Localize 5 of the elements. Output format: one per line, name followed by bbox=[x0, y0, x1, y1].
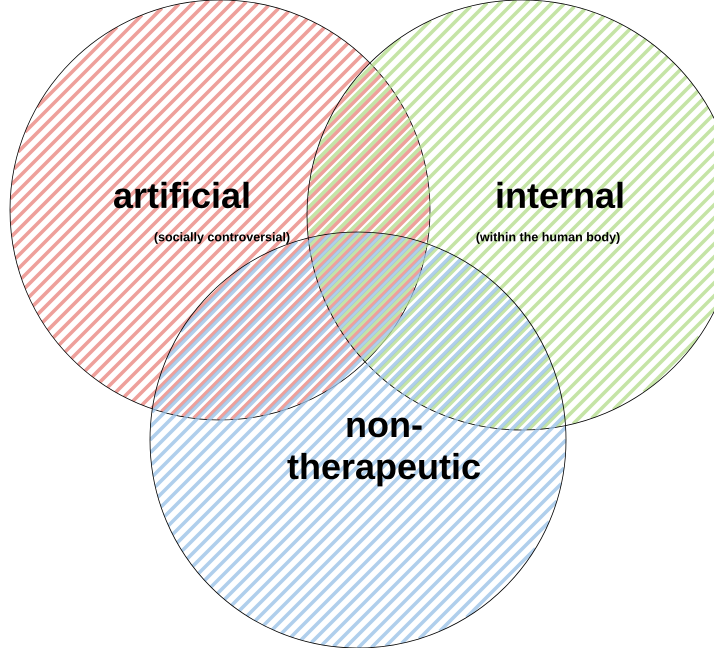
circle-heading: artificial bbox=[114, 182, 248, 208]
circle-heading: non-therapeutic bbox=[287, 418, 480, 486]
circle-heading: internal bbox=[498, 182, 622, 208]
circle-subtitle: (socially controversial) bbox=[154, 232, 290, 244]
circle-subtitle: (within the human body) bbox=[476, 232, 620, 244]
